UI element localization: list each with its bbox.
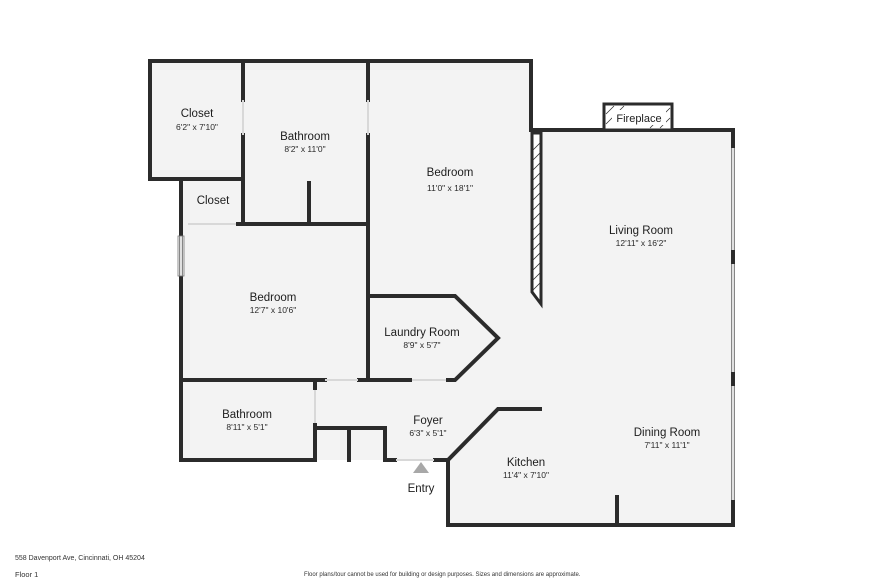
address-text: 558 Davenport Ave, Cincinnati, OH 45204 (15, 555, 145, 562)
walls (148, 59, 735, 527)
room-dims-bedroom-1: 11'0" x 18'1" (427, 183, 473, 193)
room-dims-dining-room: 7'11" x 11'1" (644, 440, 689, 450)
room-name-laundry-room: Laundry Room (384, 327, 459, 339)
fireplace-label: Fireplace (616, 113, 661, 125)
entry-arrow-icon (413, 462, 429, 473)
entry-marker: Entry (408, 462, 435, 495)
room-name-closet-1: Closet (181, 108, 214, 120)
room-name-dining-room: Dining Room (634, 427, 700, 439)
windows (179, 148, 735, 500)
room-name-living-room: Living Room (609, 225, 673, 237)
room-dims-laundry-room: 8'9" x 5'7" (403, 340, 440, 350)
room-dims-closet-1: 6'2" x 7'10" (176, 122, 218, 132)
room-name-bathroom-1: Bathroom (280, 131, 330, 143)
entry-label: Entry (408, 483, 435, 495)
room-dims-bathroom-1: 8'2" x 11'0" (284, 144, 325, 154)
room-dims-living-room: 12'11" x 16'2" (616, 238, 667, 248)
room-dims-bedroom-2: 12'7" x 10'6" (250, 305, 297, 315)
room-labels: Closet 6'2" x 7'10" Bathroom 8'2" x 11'0… (176, 108, 700, 480)
room-name-kitchen: Kitchen (507, 457, 545, 469)
wall-column (530, 131, 543, 309)
room-dims-bathroom-2: 8'11" x 5'1" (226, 422, 267, 432)
room-name-bedroom-2: Bedroom (250, 292, 297, 304)
room-dims-foyer: 6'3" x 5'1" (409, 428, 446, 438)
room-name-foyer: Foyer (413, 415, 443, 427)
door-openings (188, 100, 446, 461)
room-name-closet-2: Closet (197, 195, 230, 207)
room-dims-kitchen: 11'4" x 7'10" (503, 470, 549, 480)
window-frame (177, 235, 185, 277)
floor-label: Floor 1 (15, 570, 39, 579)
room-name-bathroom-2: Bathroom (222, 409, 272, 421)
disclaimer-text: Floor plans/tour cannot be used for buil… (304, 572, 581, 578)
fireplace: Fireplace (602, 102, 674, 132)
room-name-bedroom-1: Bedroom (427, 167, 474, 179)
